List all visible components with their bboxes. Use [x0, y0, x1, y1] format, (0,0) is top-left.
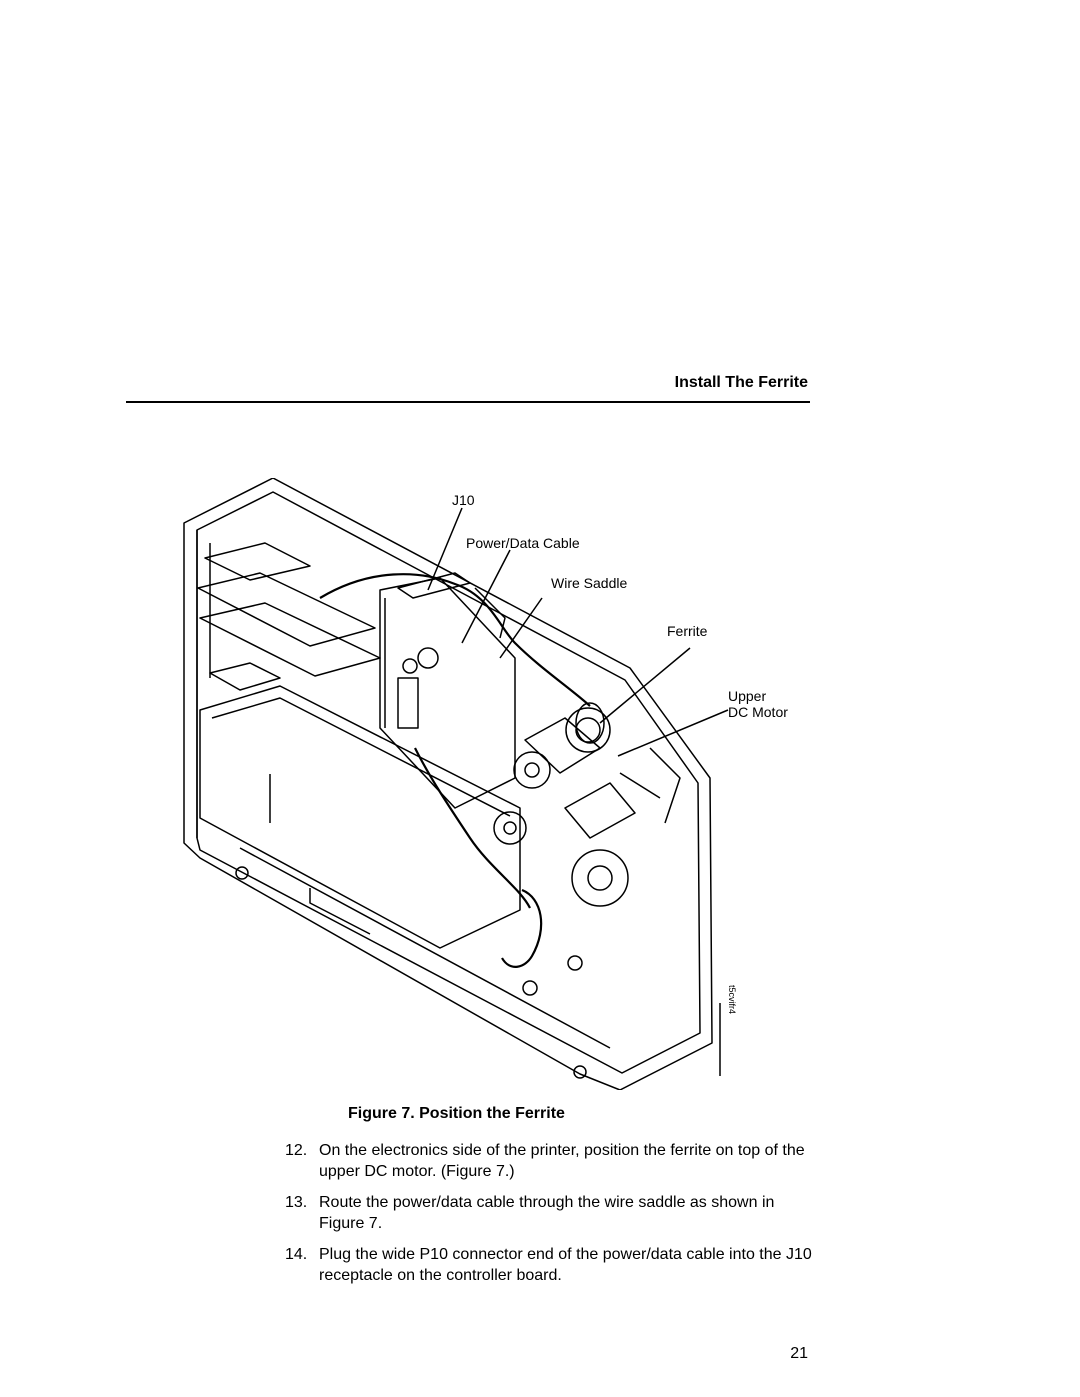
step-item: 13. Route the power/data cable through t…: [285, 1192, 815, 1234]
callout-dc-motor: DC Motor: [728, 704, 788, 720]
printer-illustration: [170, 478, 820, 1090]
step-text: Route the power/data cable through the w…: [319, 1194, 775, 1232]
callout-j10: J10: [452, 492, 475, 508]
printer-line-drawing: [183, 478, 729, 1090]
callout-ferrite: Ferrite: [667, 623, 708, 639]
step-number: 14.: [285, 1246, 308, 1263]
step-number: 12.: [285, 1142, 308, 1159]
figure-id: t5cvifr4: [727, 985, 737, 1015]
step-item: 14. Plug the wide P10 connector end of t…: [285, 1244, 815, 1286]
step-text: On the electronics side of the printer, …: [319, 1142, 805, 1180]
step-text: Plug the wide P10 connector end of the p…: [319, 1246, 812, 1284]
callout-upper: Upper: [728, 688, 767, 704]
header-rule: [126, 401, 810, 403]
step-item: 12. On the electronics side of the print…: [285, 1140, 815, 1182]
page-number: 21: [790, 1345, 808, 1362]
figure-caption: Figure 7. Position the Ferrite: [348, 1105, 565, 1122]
section-title: Install The Ferrite: [674, 374, 808, 391]
step-number: 13.: [285, 1194, 308, 1211]
callout-power-data-cable: Power/Data Cable: [466, 535, 580, 551]
callout-wire-saddle: Wire Saddle: [551, 575, 628, 591]
instruction-steps: 12. On the electronics side of the print…: [285, 1140, 815, 1296]
